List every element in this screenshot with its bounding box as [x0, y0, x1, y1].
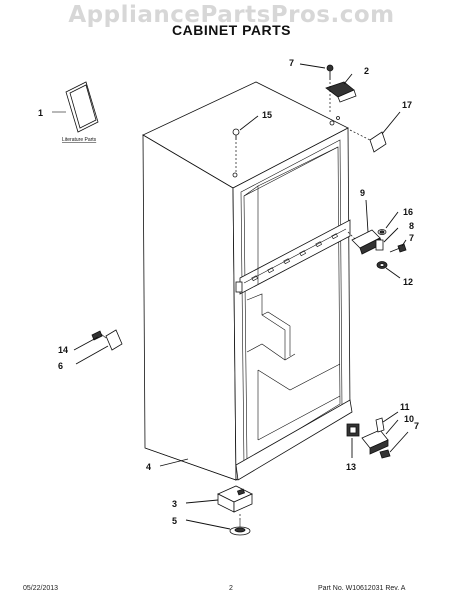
leveling-leg [185, 519, 251, 536]
footer-date: 05/22/2013 [23, 585, 59, 592]
door-stop-left [73, 329, 123, 365]
leader-4 [159, 458, 189, 467]
top-screw [299, 63, 334, 112]
callout-15: 15 [262, 110, 272, 120]
cabinet-left-side [142, 134, 237, 481]
callout-4: 4 [146, 462, 151, 472]
callout-5: 5 [172, 516, 177, 526]
footer-part-number: Part No. W10612031 Rev. A [318, 585, 406, 592]
literature-label: Literature Parts [62, 137, 97, 143]
callout-12: 12 [403, 277, 413, 287]
center-hinge-pin [375, 227, 399, 251]
callout-6: 6 [58, 361, 63, 371]
top-hole [232, 172, 238, 178]
callout-7-top: 7 [289, 58, 294, 68]
center-hinge-spacer [376, 261, 401, 279]
callout-3: 3 [172, 499, 177, 509]
callout-1: 1 [38, 108, 43, 118]
footer-page: 2 [229, 585, 233, 592]
hinge-block-left [235, 281, 243, 293]
callout-13: 13 [346, 462, 356, 472]
callout-9: 9 [360, 188, 365, 198]
leveling-bracket [185, 485, 253, 520]
hinge-shim [346, 423, 360, 458]
watermark: AppliancePartsPros.com [68, 2, 395, 28]
top-hinge [325, 73, 357, 103]
bottom-hinge-screw [379, 431, 409, 459]
callout-8: 8 [409, 221, 414, 231]
callout-2: 2 [364, 66, 369, 76]
cabinet [142, 81, 353, 481]
literature-part [52, 81, 99, 133]
callout-7-mid: 7 [409, 233, 414, 243]
callout-17: 17 [402, 100, 412, 110]
callout-10: 10 [404, 414, 414, 424]
cabinet-base [235, 399, 353, 481]
hinge-cover [349, 111, 401, 153]
cabinet-front-frame [232, 127, 351, 481]
bottom-hinge [361, 411, 399, 455]
callout-14: 14 [58, 345, 68, 355]
center-hinge-screw [389, 239, 407, 253]
callout-11: 11 [400, 402, 410, 412]
callout-16: 16 [403, 207, 413, 217]
diagram-title: CABINET PARTS [171, 22, 292, 38]
callout-7-bottom: 7 [414, 421, 419, 431]
center-hinge-washer [377, 211, 399, 235]
plug-button [232, 115, 259, 172]
